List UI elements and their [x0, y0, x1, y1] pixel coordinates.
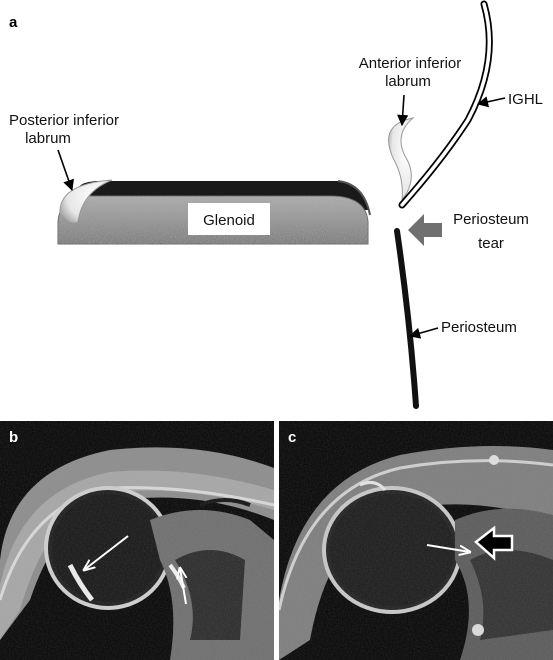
periosteum-pointer: [408, 327, 439, 339]
glenoid-label-box: [188, 203, 270, 235]
ighl-pointer: [476, 96, 506, 108]
posterior-labrum-label-line2: labrum: [25, 130, 71, 147]
anterior-labrum-pointer: [397, 94, 409, 127]
panel-letter-b: b: [9, 429, 18, 446]
anterior-labrum-label-line1: Anterior inferior: [359, 55, 462, 72]
periosteum-tear-label-line1: Periosteum: [453, 211, 529, 228]
periosteum-tear-arrow: [408, 214, 442, 246]
anterior-labrum: [388, 117, 415, 202]
ighl-ligament-inner: [400, 2, 492, 207]
panel-letter-a: a: [9, 14, 18, 31]
mri-panel-c: [279, 421, 553, 660]
periosteum-label: Periosteum: [441, 319, 517, 336]
ighl-label: IGHL: [508, 91, 543, 108]
anterior-labrum-label-line2: labrum: [385, 73, 431, 90]
posterior-labrum-pointer: [57, 149, 74, 192]
glenoid-cartilage-edge: [337, 180, 371, 216]
glenoid-label: Glenoid: [203, 212, 255, 229]
panel-letter-c: c: [288, 429, 296, 446]
periosteum-tear-label-line2: tear: [478, 235, 504, 252]
periosteum-line: [394, 228, 419, 409]
mri-panel-b: [0, 421, 274, 660]
posterior-labrum-label-line1: Posterior inferior: [9, 112, 119, 129]
